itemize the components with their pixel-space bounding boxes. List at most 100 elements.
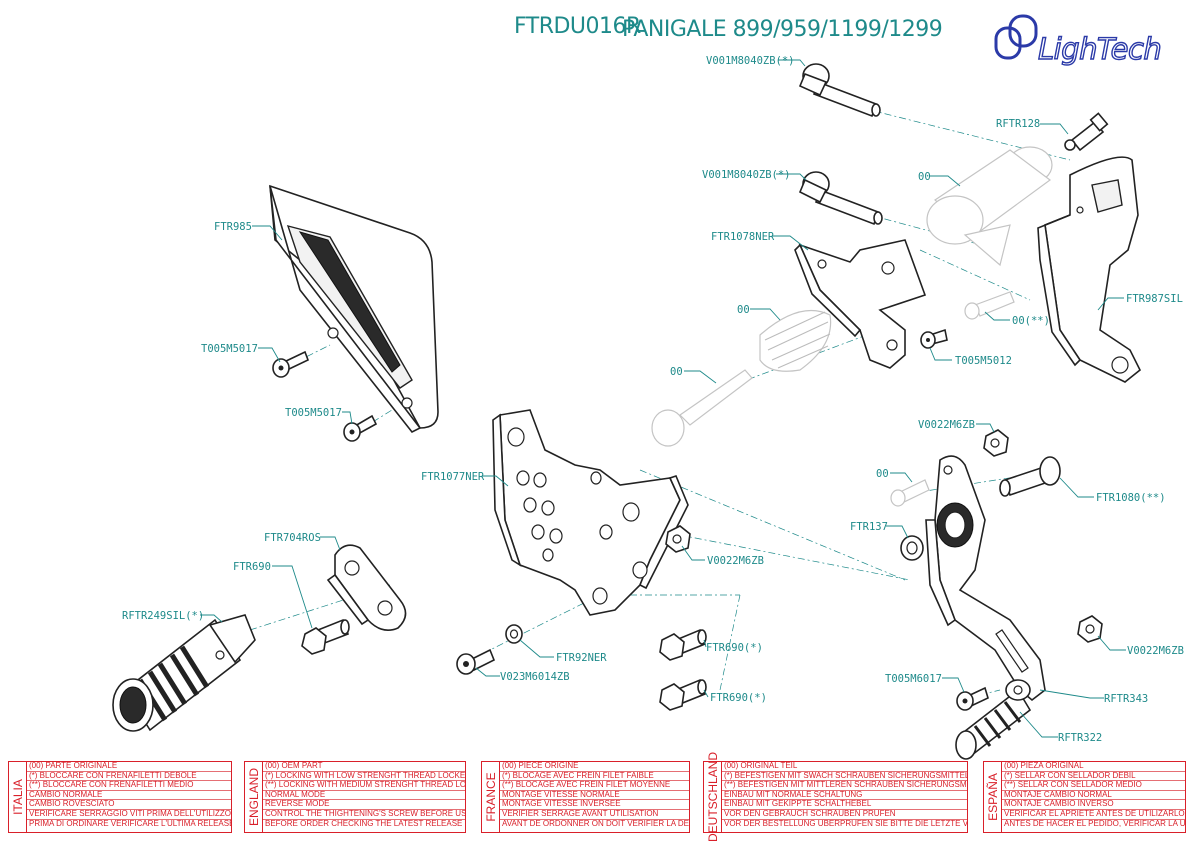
note-row: (*) SELLAR CON SELLADOR DEBIL: [1002, 772, 1185, 782]
spacer-ftr690-lever: [301, 618, 350, 655]
oem-spring: [759, 309, 832, 372]
note-row: MONTAJE CAMBIO NORMAL: [1002, 791, 1185, 801]
oem-mid-screw: [890, 479, 930, 507]
label-ftr1080: FTR1080(**): [1096, 492, 1166, 504]
note-row: (**) BLOCCARE CON FRENAFILETTI MEDIO: [27, 781, 231, 791]
label-t005m5017-a: T005M5017: [201, 343, 258, 355]
washer-ftr92ner: [505, 624, 523, 644]
note-lang-text: DEUTSCHLAND: [705, 751, 720, 842]
note-row: (00) ORIGINAL TEIL: [722, 762, 967, 772]
note-row: VERIFICARE SERRAGGIO VITI PRIMA DELL'UTI…: [27, 809, 231, 820]
screw-t005m5017-b: [343, 414, 378, 442]
footpeg-rftr249sil: [112, 614, 256, 732]
note-row: (**) SELLAR CON SELLADOR MEDIO: [1002, 781, 1185, 791]
note-row: MONTAGE VITESSE NORMALE: [500, 791, 689, 801]
note-row: (**) BEFESTIGEN MIT MITTLEREN SCHRAUBEN …: [722, 781, 967, 791]
label-ftr137: FTR137: [850, 521, 888, 533]
screw-t005m5012: [920, 328, 948, 349]
label-v023m6014zb: V023M6014ZB: [500, 671, 570, 683]
label-rftr343: RFTR343: [1104, 693, 1148, 705]
nut-v0022m6zb-top: [983, 429, 1009, 457]
label-ftr92ner: FTR92NER: [556, 652, 607, 664]
label-oo-top: 00: [918, 171, 931, 183]
screw-v023m6014zb: [456, 648, 496, 675]
notes-espana: ESPAÑA (00) PIEZA ORIGINAL (*) SELLAR CO…: [983, 761, 1186, 833]
note-lang: DEUTSCHLAND: [704, 752, 722, 842]
note-row: (*) BLOCAGE AVEC FREIN FILET FAIBLE: [500, 772, 689, 782]
fitting-rftr128: [1064, 112, 1109, 152]
note-row: CAMBIO NORMALE: [27, 791, 231, 801]
oem-master-cylinder: [926, 146, 1053, 267]
label-v0022-low: V0022M6ZB: [1127, 645, 1184, 657]
label-rftr249sil: RFTR249SIL(*): [122, 610, 204, 622]
oem-small-screw: [964, 291, 1015, 320]
nut-v0022m6zb-low: [1077, 615, 1103, 643]
spacer-ftr690-b: [659, 678, 707, 711]
note-row: (*) BEFESTIGEN MIT SWACH SCHRAUBEN SICHE…: [722, 771, 967, 782]
lightech-logo-mark: [994, 14, 1038, 60]
note-row: VOR DER BESTELLUNG ÜBERPRÜFEN SIE BITTE …: [724, 819, 967, 828]
oem-long-bolt: [651, 369, 753, 447]
bracket-ftr987sil: [1037, 156, 1142, 383]
nut-v0022m6zb-mid: [665, 525, 691, 553]
label-v001-mid: V001M8040ZB(*): [702, 169, 791, 181]
bolt-v001m8040zb-mid: [798, 171, 883, 226]
washer-ftr137: [900, 535, 924, 561]
gear-peg-rftr322: [955, 679, 1032, 760]
label-t005m5017-b: T005M5017: [285, 407, 342, 419]
note-row: EINBAU MIT GEKIPPTE SCHALTHEBEL: [722, 800, 967, 810]
label-ftr704ros: FTR704ROS: [264, 532, 321, 544]
note-row: CONTROL THE THIGHTENING'S SCREW BEFORE U…: [263, 809, 465, 820]
label-oo-mid: 00: [876, 468, 889, 480]
note-row: PRIMA DI ORDINARE VERIFICARE L'ULTIMA RE…: [29, 819, 231, 828]
pivot-bolt-ftr1080: [999, 456, 1061, 497]
label-oo-bolt: 00: [670, 366, 683, 378]
label-ftr987sil: FTR987SIL: [1126, 293, 1183, 305]
note-row: BEFORE ORDER CHECKING THE LATEST RELEASE…: [265, 819, 465, 828]
note-row: (**) BLOCAGE AVEC FREIN FILET MOYENNE: [500, 781, 689, 791]
note-lang: ESPAÑA: [984, 762, 1002, 832]
label-ftr690: FTR690: [233, 561, 271, 573]
note-lang-text: FRANCE: [483, 772, 498, 822]
gear-lever-rftr343: [925, 455, 1046, 702]
main-plate-ftr1077ner: [492, 409, 689, 616]
bolt-v001m8040zb-top: [798, 63, 881, 118]
note-row: (*) BLOCCARE CON FRENAFILETTI DEBOLE: [27, 772, 231, 782]
note-lang: ITALIA: [9, 762, 27, 832]
bracket-ftr1078ner: [794, 239, 927, 369]
label-v001-top: V001M8040ZB(*): [706, 55, 795, 67]
note-row: MONTAGE VITESSE INVERSEE: [500, 800, 689, 810]
note-row: (00) PIEZA ORIGINAL: [1002, 762, 1185, 772]
note-row: EINBAU MIT NORMALE SCHALTUNG: [722, 791, 967, 801]
lightech-logo: LighTech: [994, 14, 1170, 67]
screw-t005m5017-a: [272, 350, 310, 378]
note-lang: ENGLAND: [245, 762, 263, 832]
label-oo-small: 00(**): [1012, 315, 1050, 327]
spacer-ftr690-a: [659, 628, 707, 661]
note-row: VERIFICAR EL APRIETE ANTES DE UTILIZARLO: [1002, 809, 1185, 820]
note-row: (00) PIECE ORIGINE: [500, 762, 689, 772]
label-t005m5012: T005M5012: [955, 355, 1012, 367]
notes-england: ENGLAND (00) OEM PART (*) LOCKING WITH L…: [244, 761, 466, 833]
note-row: NORMAL MODE: [263, 791, 465, 801]
label-t005m6017: T005M6017: [885, 673, 942, 685]
label-ftr690-a: FTR690(*): [706, 642, 763, 654]
oem-parts-ghost: [651, 146, 1053, 507]
note-row: (*) LOCKING WITH LOW STRENGHT THREAD LOC…: [263, 771, 465, 782]
screw-t005m6017: [956, 686, 989, 711]
note-row: VERIFIER SERRAGE AVANT UTILISATION: [500, 810, 689, 820]
note-row: (00) PARTE ORIGINALE: [27, 762, 231, 772]
note-row: MONTAJE CAMBIO INVERSO: [1002, 800, 1185, 810]
lever-ftr704ros: [326, 544, 407, 631]
note-lang: FRANCE: [482, 762, 500, 832]
leader-lines: [200, 59, 1126, 738]
label-ftr1077ner: FTR1077NER: [421, 471, 485, 483]
notes-italia: ITALIA (00) PARTE ORIGINALE (*) BLOCCARE…: [8, 761, 232, 833]
notes-deutschland: DEUTSCHLAND (00) ORIGINAL TEIL (*) BEFES…: [703, 752, 968, 842]
label-v0022-top: V0022M6ZB: [918, 419, 975, 431]
brand-name: LighTech: [1037, 31, 1162, 66]
label-ftr1078ner: FTR1078NER: [711, 231, 775, 243]
label-rftr322: RFTR322: [1058, 732, 1102, 744]
note-lang-text: ESPAÑA: [985, 773, 1000, 821]
